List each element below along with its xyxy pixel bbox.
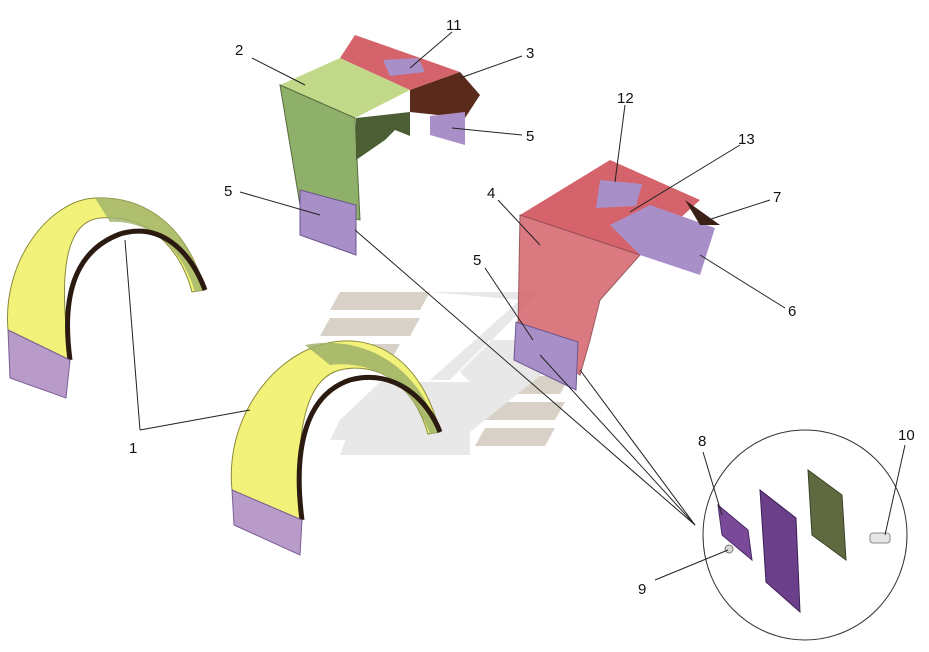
- detail-circle: [702, 429, 908, 641]
- callout-9: 9: [638, 581, 646, 598]
- callout-4: 4: [487, 185, 495, 202]
- fender-right: [230, 340, 443, 556]
- callout-labels: 1 2 3 4 5 5 5 6 7 8 9 10 11 12 13: [129, 17, 915, 598]
- cover-right: [513, 160, 720, 391]
- callout-10: 10: [898, 427, 915, 444]
- callout-8: 8: [698, 433, 706, 450]
- callout-12: 12: [617, 90, 634, 107]
- cover-upper: [279, 35, 480, 256]
- callout-7: 7: [773, 189, 781, 206]
- callout-5b: 5: [224, 183, 232, 200]
- callout-1: 1: [129, 440, 137, 457]
- watermark-logo: [310, 292, 570, 455]
- callout-2: 2: [235, 42, 243, 59]
- callout-5a: 5: [526, 128, 534, 145]
- callout-11: 11: [446, 17, 462, 34]
- callout-6: 6: [788, 303, 796, 320]
- fender-left: [7, 197, 208, 399]
- callout-3: 3: [526, 45, 534, 62]
- leader-lines: [124, 31, 906, 581]
- callout-5c: 5: [473, 252, 481, 269]
- callout-13: 13: [738, 131, 755, 148]
